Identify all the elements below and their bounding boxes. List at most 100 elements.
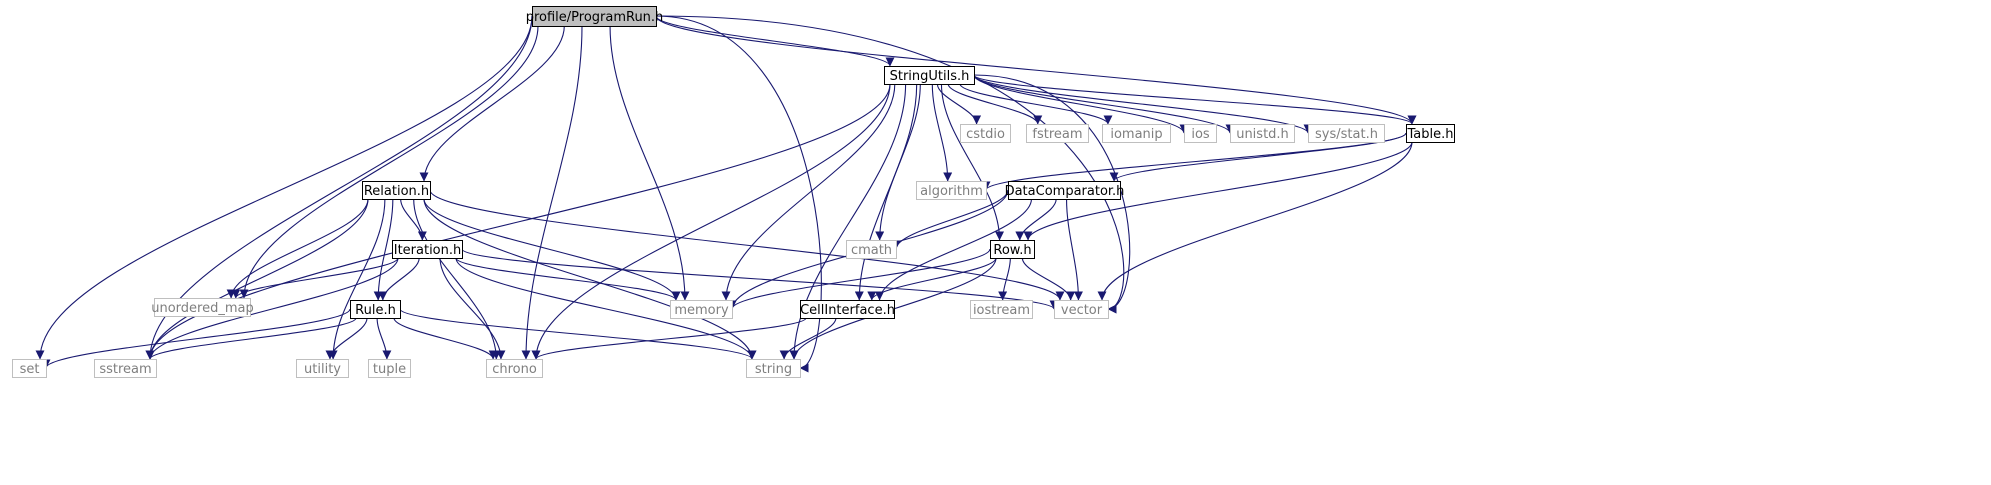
- node-label: tuple: [373, 362, 406, 377]
- edge-rule-to-utility: [325, 317, 368, 360]
- node-label: Row.h: [993, 243, 1031, 258]
- node-box: [1308, 124, 1385, 143]
- node-algorithm: algorithm: [916, 181, 987, 200]
- node-label: chrono: [492, 362, 537, 377]
- edge-group: [145, 83, 891, 360]
- edge-group: [959, 83, 1113, 125]
- edge-rule-to-set: [41, 308, 351, 369]
- node-box: [670, 300, 733, 319]
- node-box: [1230, 124, 1295, 143]
- node-box: [94, 359, 157, 378]
- edge-group: [655, 15, 822, 373]
- edge-group: [376, 317, 392, 360]
- edge-datacomparator-to-cmath: [891, 189, 1009, 250]
- node-unistd: unistd.h: [1230, 124, 1295, 143]
- edge-iteration-to-chrono: [439, 257, 506, 360]
- node-box: [1008, 181, 1121, 200]
- node-box: [1054, 300, 1109, 319]
- node-box: [746, 359, 801, 378]
- edge-iteration-to-unordered_map: [231, 257, 399, 299]
- edge-group: [400, 198, 427, 241]
- node-relation[interactable]: Relation.h: [362, 181, 431, 200]
- edge-iteration-to-vector: [461, 248, 1059, 310]
- node-box: [392, 240, 463, 259]
- edge-programrun-to-string: [655, 15, 822, 373]
- edge-group: [226, 198, 369, 299]
- edge-group: [429, 189, 1065, 301]
- edge-programrun-to-set: [35, 15, 533, 360]
- node-label: Table.h: [1407, 127, 1454, 142]
- node-label: Iteration.h: [394, 243, 462, 258]
- edge-group: [854, 83, 918, 301]
- edge-relation-to-sstream: [145, 198, 369, 360]
- edge-table-to-vector: [1097, 141, 1413, 301]
- node-label: memory: [674, 303, 729, 318]
- node-vector: vector: [1054, 300, 1109, 319]
- edge-group: [655, 15, 1417, 125]
- node-stringutils[interactable]: StringUtils.h: [884, 66, 975, 85]
- node-datacomparator[interactable]: DataComparator.h: [1005, 181, 1125, 200]
- node-rule[interactable]: Rule.h: [350, 300, 401, 319]
- edge-group: [655, 15, 1125, 314]
- edge-group: [931, 83, 953, 182]
- edge-group: [779, 317, 837, 360]
- node-label: sstream: [99, 362, 151, 377]
- edge-iteration-to-string: [455, 257, 757, 360]
- edge-group: [973, 74, 1189, 134]
- edge-group: [423, 198, 757, 360]
- node-box: [12, 359, 47, 378]
- edge-row-to-vector: [1021, 257, 1076, 301]
- edge-group: [239, 25, 539, 299]
- edge-stringutils-to-algorithm: [931, 83, 953, 182]
- node-string: string: [746, 359, 801, 378]
- edge-datacomparator-to-cellinterface: [875, 198, 1032, 301]
- node-box: [970, 300, 1033, 319]
- node-box: [154, 298, 251, 317]
- node-sysstat: sys/stat.h: [1308, 124, 1385, 143]
- edge-group: [145, 257, 399, 360]
- edge-iteration-to-sstream: [145, 257, 399, 360]
- node-label: utility: [304, 362, 341, 377]
- node-label: iostream: [973, 303, 1030, 318]
- edge-group: [145, 317, 357, 360]
- edge-cellinterface-to-chrono: [531, 317, 807, 360]
- edge-stringutils-to-vector: [973, 74, 1131, 314]
- edge-iteration-to-rule: [378, 257, 420, 301]
- edge-group: [936, 83, 982, 125]
- edge-group: [41, 308, 351, 369]
- edge-group: [531, 317, 807, 360]
- node-label: iomanip: [1110, 127, 1162, 142]
- edge-table-to-datacomparator: [1109, 132, 1407, 182]
- node-label: fstream: [1032, 127, 1082, 142]
- edge-stringutils-to-table: [973, 74, 1417, 125]
- node-chrono: chrono: [486, 359, 543, 378]
- node-box: [1184, 124, 1217, 143]
- node-label: StringUtils.h: [890, 69, 970, 84]
- edge-group: [439, 257, 506, 360]
- node-box: [916, 181, 987, 200]
- node-box: [532, 6, 657, 27]
- edge-datacomparator-to-row: [1015, 198, 1057, 241]
- node-label: profile/ProgramRun.h: [526, 10, 664, 25]
- nodes-layer: profile/ProgramRun.hStringUtils.hTable.h…: [12, 6, 1455, 378]
- edge-relation-to-iteration: [400, 198, 427, 241]
- edge-relation-to-utility: [328, 198, 386, 360]
- edge-programrun-to-memory: [609, 25, 690, 301]
- node-cellinterface[interactable]: CellInterface.h: [800, 300, 895, 319]
- edge-group: [721, 83, 896, 301]
- node-box: [884, 66, 975, 85]
- edge-stringutils-to-row: [940, 83, 1005, 241]
- node-cmath: cmath: [846, 240, 897, 259]
- node-label: cstdio: [966, 127, 1005, 142]
- edge-group: [419, 25, 565, 182]
- node-tuple: tuple: [368, 359, 411, 378]
- edge-group: [521, 25, 583, 360]
- node-table[interactable]: Table.h: [1406, 124, 1455, 143]
- node-box: [1102, 124, 1171, 143]
- node-label: string: [755, 362, 792, 377]
- edge-group: [998, 257, 1011, 301]
- node-iteration[interactable]: Iteration.h: [392, 240, 463, 259]
- edge-programrun-to-table: [655, 15, 1417, 125]
- node-programrun[interactable]: profile/ProgramRun.h: [526, 6, 664, 27]
- node-row[interactable]: Row.h: [990, 240, 1035, 259]
